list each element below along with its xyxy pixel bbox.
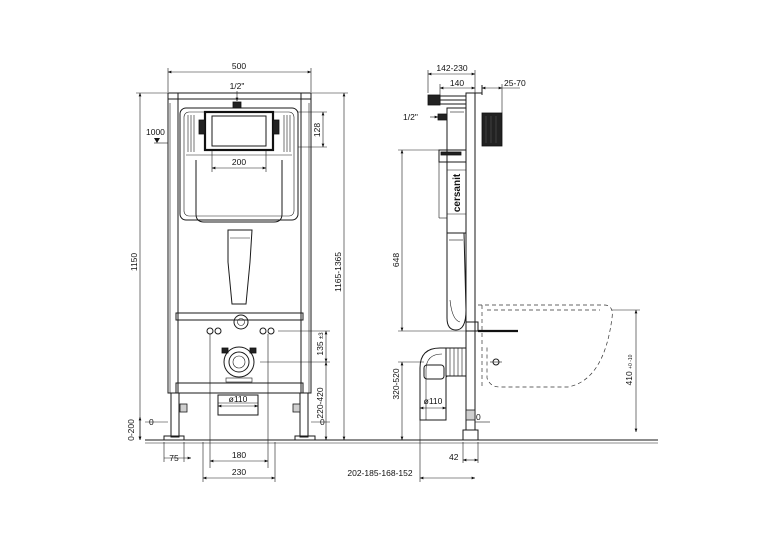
cistern-height-label: 648 xyxy=(391,253,401,267)
flush-plate xyxy=(481,112,503,147)
dim-pipe-offset: 202-185-168-152 xyxy=(347,420,476,482)
dim-plate: 25-70 xyxy=(481,78,526,113)
depth-label: 142-230 xyxy=(436,63,467,73)
front-pipe-label: ø110 xyxy=(229,394,248,404)
floor-line xyxy=(145,439,658,444)
side-inlet: 1/2" xyxy=(403,94,467,122)
dim-spacing: 135 ±3 xyxy=(260,330,330,363)
side-drain-elbow xyxy=(419,347,467,421)
dim-adjust-height: 1165-1365 xyxy=(311,92,348,441)
foot-offset-label: 75 xyxy=(169,453,179,463)
front-outlet xyxy=(217,346,259,416)
dim-panel-width: 200 xyxy=(211,150,267,172)
bowl-height-tolerance: +0 -10 xyxy=(628,354,634,369)
reference-1000: 1000 xyxy=(146,127,168,144)
side-zero-label: 0 xyxy=(476,412,481,422)
cistern xyxy=(179,101,299,223)
front-frame xyxy=(163,92,316,441)
dim-width-500: 500 xyxy=(167,61,312,92)
side-flush-pipe xyxy=(446,232,467,331)
dim-side-zero: 0 xyxy=(475,412,490,423)
outlet-height-label: 220-420 xyxy=(315,387,325,418)
panel-height-label: 128 xyxy=(312,123,322,137)
side-bowl-connectors xyxy=(465,321,518,366)
dim-panel-height: 128 xyxy=(298,111,327,148)
dim-width-500-label: 500 xyxy=(232,61,246,71)
front-view: 500 1/2" 128 200 1000 xyxy=(126,61,348,482)
dim-bolt-spacing: 180 xyxy=(209,334,269,468)
dim-bolt-width: 230 xyxy=(202,442,276,482)
bolt-spacing-label: 180 xyxy=(232,450,246,460)
dim-inlet: 1/2" xyxy=(230,81,245,102)
side-outlet-height-label: 320-520 xyxy=(391,368,401,399)
dim-side-foot: 42 xyxy=(449,442,479,463)
panel-width-label: 200 xyxy=(232,157,246,167)
side-view: 1/2" cersanit xyxy=(347,63,640,482)
total-height-label: 1150 xyxy=(129,253,139,272)
spacing-value: 135 xyxy=(315,341,325,355)
side-inlet-label: 1/2" xyxy=(403,112,418,122)
brand-label: cersanit xyxy=(452,173,463,212)
side-cistern: cersanit xyxy=(438,107,467,234)
bolt-width-label: 230 xyxy=(232,467,246,477)
dim-side-pipe: ø110 xyxy=(419,396,447,410)
toilet-bowl xyxy=(478,304,613,388)
dim-side-outlet-height: 320-520 xyxy=(391,361,424,441)
dim-outlet-height: 220-420 xyxy=(315,361,328,441)
dim-bowl-height: 410 +0 -10 xyxy=(612,309,640,433)
dim-depth-inner: 140 xyxy=(439,78,476,96)
dim-front-pipe: ø110 xyxy=(217,394,259,408)
spacing-label: 135 ±3 xyxy=(315,332,325,356)
pipe-offset-label: 202-185-168-152 xyxy=(347,468,412,478)
adjust-height-label: 1165-1365 xyxy=(333,252,343,292)
bowl-height-label: 410 +0 -10 xyxy=(624,354,634,385)
foot-range-label: 0-200 xyxy=(126,419,136,441)
dim-cistern-height: 648 xyxy=(391,149,466,332)
dim-depth: 142-230 xyxy=(427,63,476,93)
dim-foot-range: 0 0 0-200 xyxy=(126,416,330,441)
bowl-height-value: 410 xyxy=(624,371,634,385)
dim-total-height: 1150 xyxy=(129,92,168,441)
reference-label: 1000 xyxy=(146,127,165,137)
side-pipe-label: ø110 xyxy=(424,396,443,406)
plate-label: 25-70 xyxy=(504,78,526,88)
depth-inner-label: 140 xyxy=(450,78,464,88)
inlet-label: 1/2" xyxy=(230,81,245,91)
spacing-tolerance: ±3 xyxy=(319,332,325,339)
flush-pipe xyxy=(206,229,275,335)
side-foot-label: 42 xyxy=(449,452,459,462)
side-frame xyxy=(462,85,483,441)
dim-foot-offset: 75 xyxy=(163,442,192,463)
